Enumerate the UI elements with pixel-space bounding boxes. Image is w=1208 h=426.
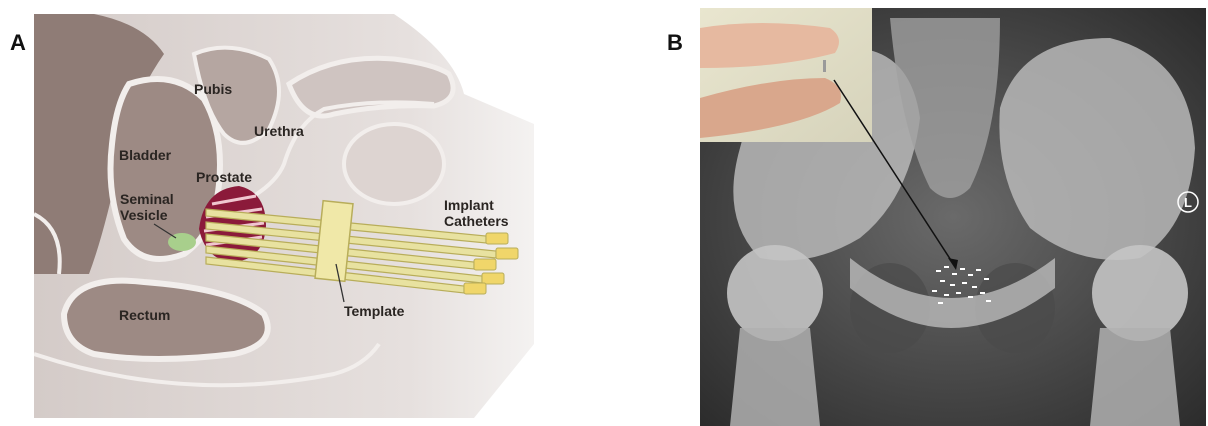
- label-seminal: Seminal: [120, 191, 174, 207]
- femur-left: [730, 328, 820, 426]
- label-urethra: Urethra: [254, 123, 304, 139]
- label-pubis: Pubis: [194, 81, 232, 97]
- label-bladder: Bladder: [119, 147, 172, 163]
- label-prostate: Prostate: [196, 169, 252, 185]
- panel-b-letter: B: [667, 30, 683, 56]
- label-rectum: Rectum: [119, 307, 170, 323]
- panel-a-letter: A: [10, 30, 26, 56]
- femoral-head-right: [1092, 245, 1188, 341]
- femur-right: [1090, 328, 1180, 426]
- label-implant: Implant: [444, 197, 494, 213]
- pelvic-xray-image: L: [700, 8, 1206, 426]
- label-template: Template: [344, 303, 405, 319]
- label-vesicle: Vesicle: [120, 207, 168, 223]
- seed-held: [823, 60, 826, 72]
- seed-photo-inset: [700, 8, 872, 142]
- femoral-head-left: [727, 245, 823, 341]
- orientation-marker-label: L: [1184, 195, 1192, 210]
- testis-shape: [344, 124, 444, 204]
- prostate-brachytherapy-diagram: Pubis Urethra Bladder Prostate Seminal V…: [34, 14, 534, 418]
- label-catheters: Catheters: [444, 213, 509, 229]
